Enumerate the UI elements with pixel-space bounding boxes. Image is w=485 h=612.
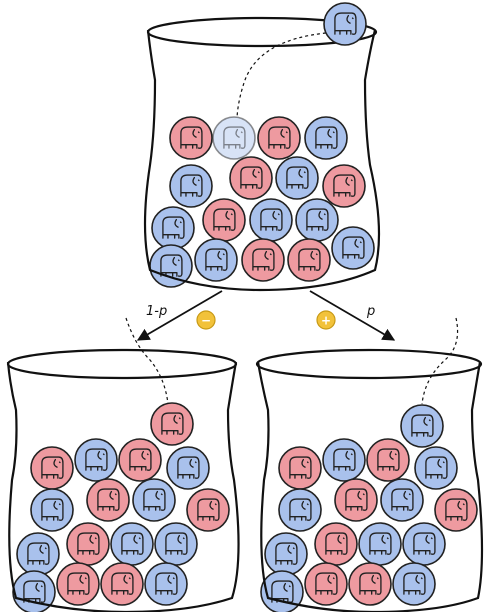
bottom-right-urn: [257, 318, 482, 612]
ball-red: [435, 489, 477, 531]
ball-blue: [145, 563, 187, 605]
ball-blue: [279, 489, 321, 531]
ball-red: [87, 479, 129, 521]
svg-text:+: +: [321, 314, 331, 328]
ball-blue: [393, 563, 435, 605]
top-urn-balls: [150, 117, 374, 287]
ball-red: [279, 447, 321, 489]
right-branch-label: p: [366, 304, 375, 319]
branch-left: 1-p −: [138, 291, 222, 340]
ball-red: [119, 439, 161, 481]
bottom-right-trajectory: [422, 318, 458, 404]
ball-red: [288, 239, 330, 281]
ball-red: [170, 117, 212, 159]
branch-right: p +: [310, 291, 394, 340]
ball-red: [187, 489, 229, 531]
ball-red: [230, 157, 272, 199]
ball-red: [101, 563, 143, 605]
ball-blue: [75, 439, 117, 481]
ball-red: [323, 165, 365, 207]
ball-blue: [276, 157, 318, 199]
ball-red: [67, 523, 109, 565]
ball-red: [203, 199, 245, 241]
ball-blue: [323, 439, 365, 481]
ball-blue: [155, 523, 197, 565]
bottom-right-urn-balls: [261, 405, 477, 612]
ball-blue: [250, 199, 292, 241]
minus-coin-icon: −: [197, 311, 215, 329]
ball-blue: [195, 239, 237, 281]
ball-blue: [415, 447, 457, 489]
bottom-left-urn-balls: [13, 403, 229, 612]
ball-blue: [167, 447, 209, 489]
ball-blue: [332, 227, 374, 269]
ball-red: [57, 563, 99, 605]
added-ball: [401, 405, 443, 447]
ball-red: [349, 563, 391, 605]
ball-blue: [359, 523, 401, 565]
bottom-left-urn: [8, 318, 239, 612]
ball-red: [315, 523, 357, 565]
ball-red: [335, 479, 377, 521]
ball-blue: [17, 533, 59, 575]
ball-red: [242, 239, 284, 281]
ball-blue: [152, 207, 194, 249]
ball-blue: [381, 479, 423, 521]
ball-blue: [296, 199, 338, 241]
left-branch-label: 1-p: [146, 304, 167, 319]
flying-ball: [324, 3, 366, 45]
top-flying-ball: [324, 3, 366, 45]
ball-blue: [265, 533, 307, 575]
bottom-left-trajectory: [126, 318, 168, 404]
ball-red: [258, 117, 300, 159]
bottom-left-urn-rim: [8, 350, 236, 378]
ball-blue: [213, 117, 255, 159]
ball-blue: [170, 165, 212, 207]
ball-red: [305, 563, 347, 605]
ball-blue: [111, 523, 153, 565]
ball-blue: [403, 523, 445, 565]
added-ball: [151, 403, 193, 445]
ball-blue: [31, 489, 73, 531]
top-urn: [145, 3, 379, 290]
svg-text:−: −: [201, 314, 211, 328]
ball-blue: [305, 117, 347, 159]
plus-coin-icon: +: [317, 311, 335, 329]
bottom-right-urn-rim: [257, 350, 481, 378]
ball-blue: [133, 479, 175, 521]
ball-red: [367, 439, 409, 481]
ball-red: [31, 447, 73, 489]
